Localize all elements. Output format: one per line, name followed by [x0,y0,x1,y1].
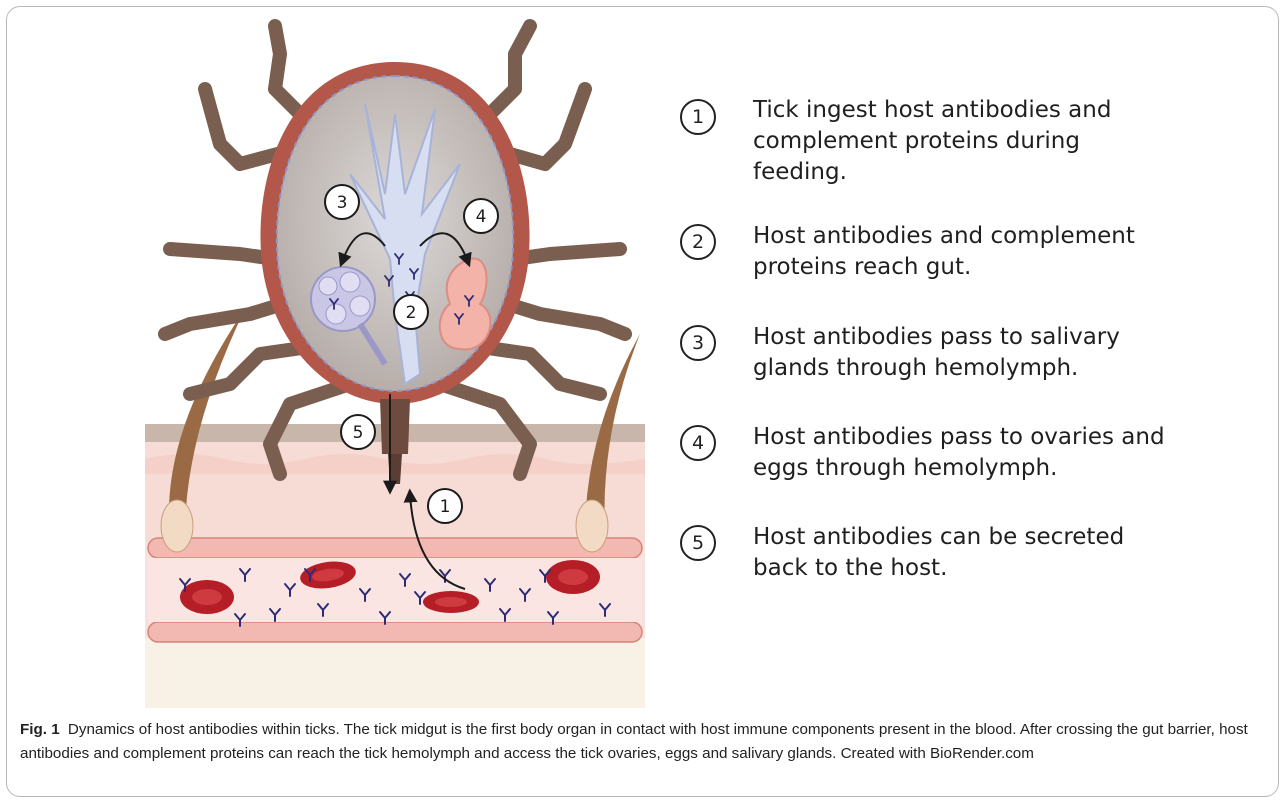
legend-step-4: 4 Host antibodies pass to ovaries and eg… [680,422,1260,522]
step-number: 4 [680,425,716,461]
caption-text: Dynamics of host antibodies within ticks… [20,721,1248,762]
rbc-1 [180,580,234,614]
rbc-4 [546,560,600,594]
legend-step-5: 5 Host antibodies can be secreted back t… [680,522,1260,612]
step-text: Host antibodies can be secreted back to … [753,522,1223,584]
legend-step-2: 2 Host antibodies and complement protein… [680,221,1260,322]
step-text: Host antibodies pass to salivary glands … [753,322,1223,384]
marker-4: 4 [464,199,498,233]
svg-text:3: 3 [337,193,348,213]
caption-label: Fig. 1 [20,721,60,738]
step-number: 2 [680,224,716,260]
step-number: 3 [680,325,716,361]
marker-1: 1 [428,489,462,523]
marker-3: 3 [325,185,359,219]
rbc-3 [423,591,479,613]
tick-illustration: 1 2 3 4 5 [60,14,660,714]
figure-caption: Fig. 1 Dynamics of host antibodies withi… [20,718,1270,766]
svg-text:2: 2 [406,303,417,323]
svg-text:4: 4 [476,207,487,227]
step-number: 5 [680,525,716,561]
step-text: Tick ingest host antibodies and compleme… [753,95,1223,188]
svg-text:1: 1 [440,497,451,517]
legend-step-3: 3 Host antibodies pass to salivary gland… [680,322,1260,422]
legend: 1 Tick ingest host antibodies and comple… [680,96,1260,612]
svg-text:5: 5 [353,423,364,443]
step-number: 1 [680,99,716,135]
legend-step-1: 1 Tick ingest host antibodies and comple… [680,96,1260,196]
marker-2: 2 [394,295,428,329]
marker-5: 5 [341,415,375,449]
step-text: Host antibodies and complement proteins … [753,221,1223,283]
step-text: Host antibodies pass to ovaries and eggs… [753,422,1223,484]
